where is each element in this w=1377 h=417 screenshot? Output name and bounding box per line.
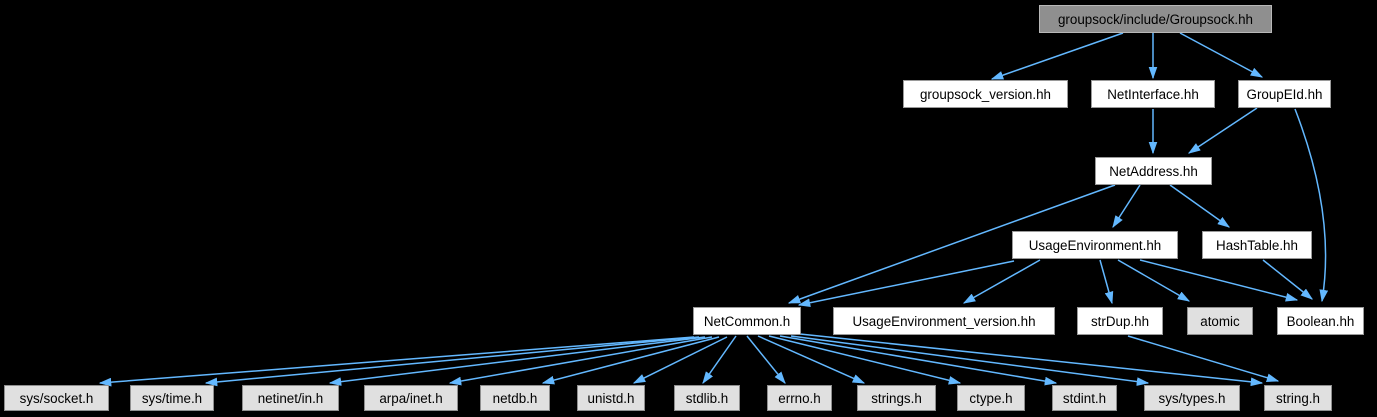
node-netinterface-hh[interactable]: NetInterface.hh [1091, 80, 1215, 108]
edge-netcommon-sys_socket [98, 336, 695, 387]
node-groupeid-hh[interactable]: GroupEId.hh [1238, 80, 1331, 108]
node-string-h: string.h [1264, 385, 1332, 411]
node-unistd-h: unistd.h [577, 385, 645, 411]
edge-netcommon-errno [746, 335, 786, 384]
edge-netcommon-unistd [632, 336, 728, 384]
node-sys-time-h: sys/time.h [130, 385, 214, 411]
node-ctype-h: ctype.h [957, 385, 1025, 411]
edge-netcommon-netdb [541, 336, 720, 385]
edge-netaddress-netcommon [787, 184, 1116, 304]
node-usageenvironment-hh[interactable]: UsageEnvironment.hh [1012, 231, 1178, 259]
edge-netaddress-hashtable [1169, 184, 1231, 228]
node-usageenvironment-version-hh[interactable]: UsageEnvironment_version.hh [833, 307, 1055, 335]
edge-netcommon-sys_types [790, 335, 1150, 386]
node-netinet-in-h: netinet/in.h [242, 385, 339, 411]
edge-hashtable-boolean [1262, 259, 1313, 300]
edge-groupeid-boolean [1294, 108, 1329, 303]
edge-netcommon-stdlib [702, 335, 737, 385]
edge-usageenvironment-netcommon [797, 260, 1015, 308]
edge-netcommon-stdint [779, 335, 1058, 386]
edge-root-groupsock_version [990, 32, 1124, 80]
node-netaddress-hh[interactable]: NetAddress.hh [1095, 157, 1212, 185]
edge-root-groupeid [1179, 32, 1264, 78]
node-groupsock-include-groupsock-hh: groupsock/include/Groupsock.hh [1039, 5, 1272, 33]
node-stdint-h: stdint.h [1052, 385, 1117, 411]
node-atomic: atomic [1187, 307, 1253, 335]
edge-groupeid-netaddress [1187, 107, 1258, 154]
edge-netcommon-string [799, 333, 1264, 387]
node-strings-h: strings.h [857, 385, 936, 411]
node-sys-socket-h: sys/socket.h [4, 385, 109, 411]
node-errno-h: errno.h [767, 385, 832, 411]
edge-netcommon-arpa_inet [448, 336, 713, 386]
node-strdup-hh[interactable]: strDup.hh [1077, 307, 1163, 335]
node-netcommon-h[interactable]: NetCommon.h [693, 307, 801, 335]
edge-usageenvironment-atomic [1117, 259, 1191, 302]
node-netdb-h: netdb.h [480, 385, 550, 411]
edge-netcommon-ctype [768, 335, 962, 385]
node-sys-types-h: sys/types.h [1144, 385, 1240, 411]
edge-strdup-string [1127, 335, 1280, 382]
edge-netcommon-netinet_in [328, 336, 706, 386]
node-stdlib-h: stdlib.h [674, 385, 740, 411]
edge-netcommon-sys_time [204, 336, 700, 387]
node-arpa-inet-h: arpa/inet.h [364, 385, 458, 411]
edge-usageenvironment-strdup [1099, 259, 1114, 305]
node-hashtable-hh[interactable]: HashTable.hh [1202, 231, 1312, 259]
node-groupsock-version-hh[interactable]: groupsock_version.hh [903, 80, 1068, 108]
edge-netaddress-usageenvironment [1112, 184, 1141, 229]
edge-usageenvironment-ue_version [962, 259, 1041, 304]
edge-usageenvironment-boolean [1139, 259, 1299, 302]
node-boolean-hh[interactable]: Boolean.hh [1277, 307, 1364, 335]
edge-netcommon-strings [757, 335, 866, 384]
